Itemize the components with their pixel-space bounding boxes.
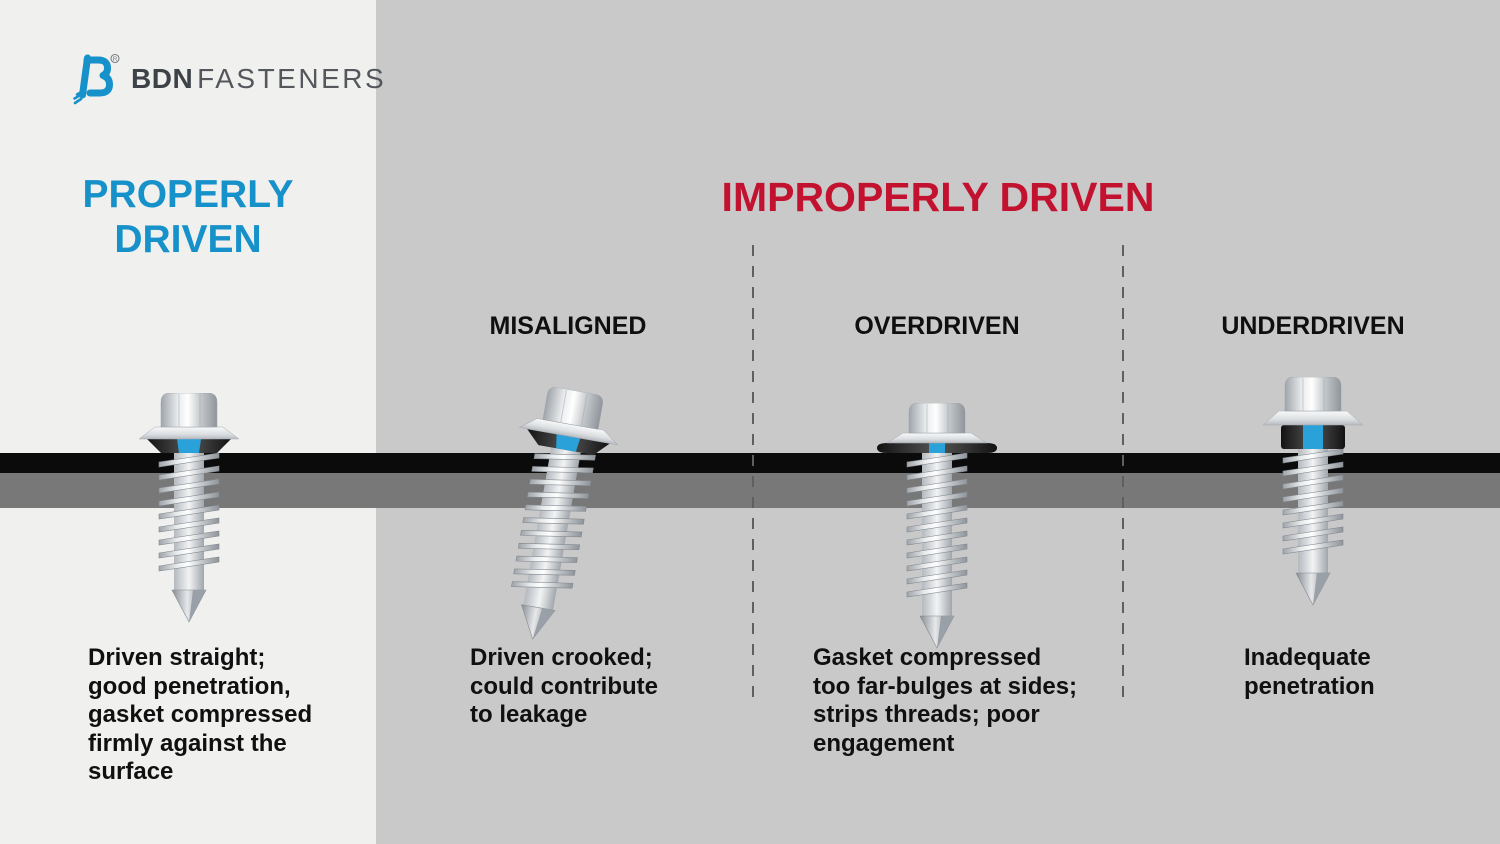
brand-name-light: FASTENERS: [197, 63, 387, 94]
screw-illustration-overdriven: [875, 402, 999, 655]
screw-illustration-misaligned: [470, 380, 637, 657]
description-misaligned: Driven crooked; could contribute to leak…: [470, 644, 658, 728]
divider-misaligned-overdriven: [752, 245, 754, 700]
metal-sheet-top: [0, 453, 1500, 473]
description-underdriven: Inadequate penetration: [1244, 644, 1375, 700]
description-overdriven: Gasket compressed too far-bulges at side…: [813, 644, 1078, 757]
svg-text:R: R: [113, 56, 118, 63]
column-label-misaligned: MISALIGNED: [489, 312, 647, 340]
screw-illustration-underdriven: [1251, 376, 1375, 612]
description-properly-driven: Driven straight; good penetration, gaske…: [88, 644, 313, 785]
column-label-underdriven: UNDERDRIVEN: [1221, 312, 1405, 340]
metal-sheet-bottom: [0, 473, 1500, 508]
improperly-driven-title: IMPROPERLY DRIVEN: [721, 174, 1155, 220]
properly-driven-title: PROPERLY DRIVEN: [82, 173, 294, 261]
divider-overdriven-underdriven: [1122, 245, 1124, 700]
bdn-logo-icon: R: [73, 53, 120, 105]
brand-name-bold: BDN: [131, 63, 194, 94]
column-label-overdriven: OVERDRIVEN: [854, 312, 1020, 340]
screw-illustration-properly-driven: [127, 392, 251, 629]
